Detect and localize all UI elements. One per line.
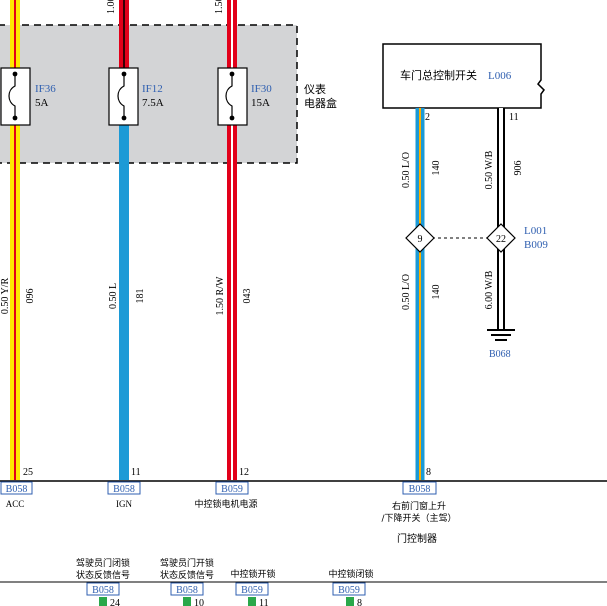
wire-acc-spec: 0.50 Y/R <box>0 278 11 315</box>
bottom-conn-3-box <box>235 582 269 596</box>
bottom-conn-3-label1: 中控锁开锁 <box>230 568 275 580</box>
bottom-conn-4-code: B059 <box>338 585 360 596</box>
fuse-if36-rating: 5A <box>35 97 49 109</box>
connector-lock-power-code: B059 <box>221 484 243 495</box>
fuse-if30 <box>217 67 248 126</box>
wire-ign-spec: 0.50 L <box>108 283 119 309</box>
connector-lock-power-func: 中控锁电机电源 <box>194 498 257 510</box>
lo-lower-num: 140 <box>431 285 442 300</box>
switch-pin-right: 11 <box>509 112 519 123</box>
bottom-conn-4-box <box>332 582 366 596</box>
bottom-conn-2-pin: 10 <box>194 598 204 606</box>
bottom-conn-4-pin: 8 <box>357 598 362 606</box>
switch-pin-left: 2 <box>425 112 430 123</box>
bottom-conn-3-code: B059 <box>241 585 263 596</box>
splice-22 <box>486 223 516 253</box>
wire-ign-num: 181 <box>135 289 146 304</box>
lo-upper-spec: 0.50 L/O <box>401 152 412 188</box>
wire-acc-num: 096 <box>25 289 36 304</box>
module-label: 门控制器 <box>397 532 437 545</box>
connector-acc <box>0 481 33 495</box>
lo-upper-num: 140 <box>431 161 442 176</box>
bottom-conn-1-box <box>86 582 120 596</box>
switch-title: 车门总控制开关 <box>400 68 477 82</box>
bottom-conn-1-label2: 状态反馈信号 <box>76 569 130 581</box>
wire-lock-pin: 12 <box>239 467 249 478</box>
wire-ign-pin: 11 <box>131 467 141 478</box>
wire-lock-spec: 1.50 R/W <box>215 276 226 315</box>
ground-icon <box>487 329 515 341</box>
wire-acc-pin: 25 <box>23 467 33 478</box>
connector-window-switch-code: B058 <box>409 484 431 495</box>
bottom-conn-2-code: B058 <box>176 585 198 596</box>
connector-window-switch <box>402 481 437 495</box>
bottom-conn-3-pin: 11 <box>259 598 269 606</box>
connector-ign-func: IGN <box>116 499 132 509</box>
top-wire-code-ign: 1.00 <box>106 0 117 14</box>
wb-upper-num: 906 <box>513 161 524 176</box>
connector-ign-code: B058 <box>113 484 135 495</box>
fuse-if30-name: IF30 <box>251 83 272 95</box>
fuse-if12-name: IF12 <box>142 83 163 95</box>
splice-ref2: B009 <box>524 239 548 251</box>
fuse-if36 <box>0 67 31 126</box>
switch-bottom-pin: 8 <box>426 467 431 478</box>
bottom-conn-2-label2: 状态反馈信号 <box>160 569 214 581</box>
top-wire-code-lock: 1.50 <box>214 0 225 14</box>
bottom-conn-4-label1: 中控锁闭锁 <box>328 568 373 580</box>
connector-acc-code: B058 <box>6 484 28 495</box>
fuse-if30-rating: 15A <box>251 97 270 109</box>
door-master-switch: 车门总控制开关 L006 <box>382 43 545 109</box>
connector-window-switch-func1: 右前门窗上升 <box>392 500 446 512</box>
bottom-conn-1-code: B058 <box>92 585 114 596</box>
fuse-if36-name: IF36 <box>35 83 56 95</box>
bottom-conn-1-label1: 驾驶员门闭锁 <box>76 557 130 569</box>
connector-window-switch-func2: /下降开关（主驾） <box>381 512 456 524</box>
splice-9-label: 9 <box>418 234 423 245</box>
bottom-conn-4-wire <box>346 597 354 606</box>
bottom-conn-2-box <box>170 582 204 596</box>
connector-acc-func: ACC <box>6 499 25 509</box>
bottom-conn-2-label1: 驾驶员门开锁 <box>160 557 214 569</box>
bottom-conn-3-wire <box>248 597 256 606</box>
wb-lower-spec: 6.00 W/B <box>484 270 495 309</box>
fuse-box-label-line2: 电器盒 <box>304 96 337 110</box>
connector-lock-power <box>215 481 249 495</box>
bottom-conn-1-wire <box>99 597 107 606</box>
switch-code: L006 <box>488 70 512 82</box>
fuse-if12 <box>108 67 139 126</box>
wire-lock-num: 043 <box>242 289 253 304</box>
splice-ref1: L001 <box>524 225 547 237</box>
connector-ign <box>107 481 141 495</box>
splice-22-label: 22 <box>496 234 506 245</box>
splice-9 <box>405 223 435 253</box>
fuse-if12-rating: 7.5A <box>142 97 164 109</box>
ground-code: B068 <box>489 349 511 360</box>
bottom-conn-1-pin: 24 <box>110 598 120 606</box>
fuse-box-label-line1: 仪表 <box>304 82 326 96</box>
lo-lower-spec: 0.50 L/O <box>401 274 412 310</box>
bottom-conn-2-wire <box>183 597 191 606</box>
wb-upper-spec: 0.50 W/B <box>484 150 495 189</box>
